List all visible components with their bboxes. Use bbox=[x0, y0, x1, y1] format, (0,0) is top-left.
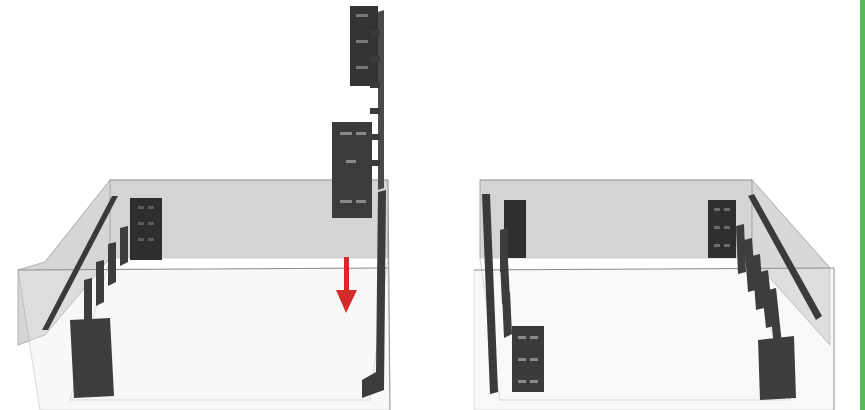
left-back-panel bbox=[130, 198, 162, 260]
right-container bbox=[474, 180, 834, 410]
falling-panel-top bbox=[350, 6, 378, 86]
right-back-panel-right bbox=[708, 200, 736, 258]
accent-edge bbox=[860, 0, 865, 410]
falling-panel-bottom bbox=[332, 122, 372, 218]
